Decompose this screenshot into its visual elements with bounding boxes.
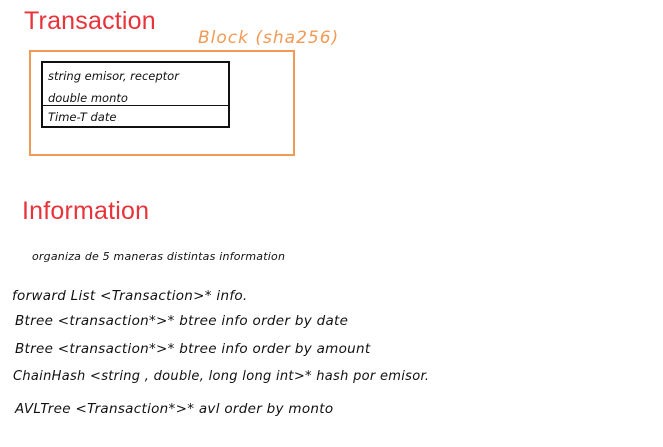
- transaction-heading: Transaction: [24, 7, 156, 35]
- forward-list-line: forward List <Transaction>* info.: [12, 288, 248, 304]
- avltree-line: AVLTree <Transaction*>* avl order by mon…: [15, 401, 334, 417]
- btree-amount-line: Btree <transaction*>* btree info order b…: [15, 341, 371, 357]
- chainhash-line: ChainHash <string , double, long long in…: [13, 369, 430, 384]
- field-emisor-receptor: string emisor, receptor: [48, 69, 179, 83]
- btree-date-line: Btree <transaction*>* btree info order b…: [15, 313, 349, 329]
- information-heading: Information: [22, 197, 150, 225]
- transaction-struct-box: string emisor, receptor double monto Tim…: [41, 61, 230, 128]
- block-label: Block (sha256): [198, 28, 340, 48]
- block-container: [29, 50, 295, 156]
- struct-divider: [43, 105, 228, 106]
- information-note: organiza de 5 maneras distintas informat…: [32, 250, 286, 263]
- field-monto: double monto: [48, 91, 128, 105]
- field-date: Time-T date: [48, 110, 117, 124]
